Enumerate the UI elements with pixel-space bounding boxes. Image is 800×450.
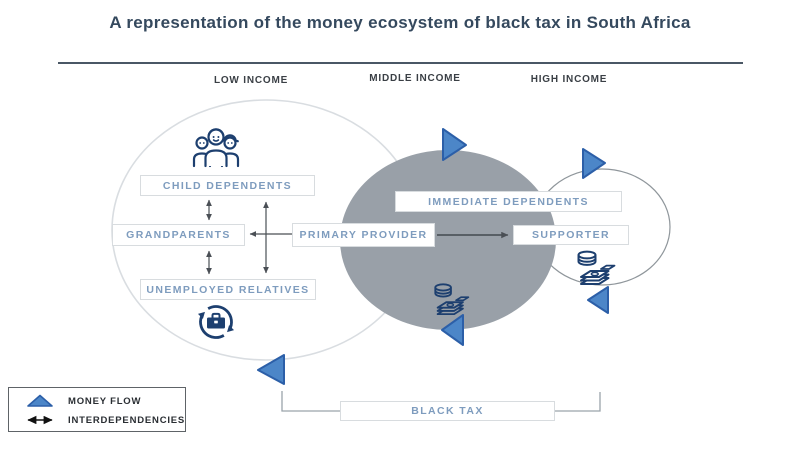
money-flow-triangle-bottom-low [257, 354, 285, 385]
money-flow-triangle-bottom-middle [441, 314, 464, 346]
column-label-high-income: HIGH INCOME [530, 74, 608, 85]
unemployed-relatives-box: UNEMPLOYED RELATIVES [140, 279, 316, 300]
family-group-icon [192, 128, 240, 168]
legend-money-flow-row: MONEY FLOW [9, 393, 187, 409]
black-tax-bracket-left [281, 391, 340, 412]
legend-interdependencies-row: INTERDEPENDENCIES [9, 412, 187, 428]
money-flow-triangle-top-high [582, 148, 606, 179]
column-label-low-income: LOW INCOME [213, 75, 289, 86]
column-label-middle-income: MIDDLE INCOME [369, 73, 461, 84]
money-flow-triangle-top-middle [442, 128, 467, 161]
money-flow-triangle-bottom-high [587, 286, 609, 314]
black-tax-box: BLACK TAX [340, 401, 555, 421]
no-work-icon [197, 305, 235, 339]
black-tax-bracket-right [555, 392, 601, 412]
legend-money-flow-triangle-icon [27, 394, 53, 407]
money-stack-icon-middle [434, 283, 470, 316]
legend-money-flow-label: MONEY FLOW [68, 395, 142, 407]
primary-provider-box: PRIMARY PROVIDER [292, 223, 435, 247]
supporter-box: SUPPORTER [513, 225, 629, 245]
child-dependents-box: CHILD DEPENDENTS [140, 175, 315, 196]
legend-box: MONEY FLOW INTERDEPENDENCIES [8, 387, 186, 432]
legend-interdependencies-arrow-icon [27, 415, 53, 425]
title-underline [58, 62, 743, 64]
immediate-dependents-box: IMMEDIATE DEPENDENTS [395, 191, 622, 212]
page-title: A representation of the money ecosystem … [109, 13, 691, 32]
grandparents-box: GRANDPARENTS [112, 224, 245, 246]
legend-interdependencies-label: INTERDEPENDENCIES [68, 414, 186, 426]
money-stack-icon-high [577, 250, 616, 285]
